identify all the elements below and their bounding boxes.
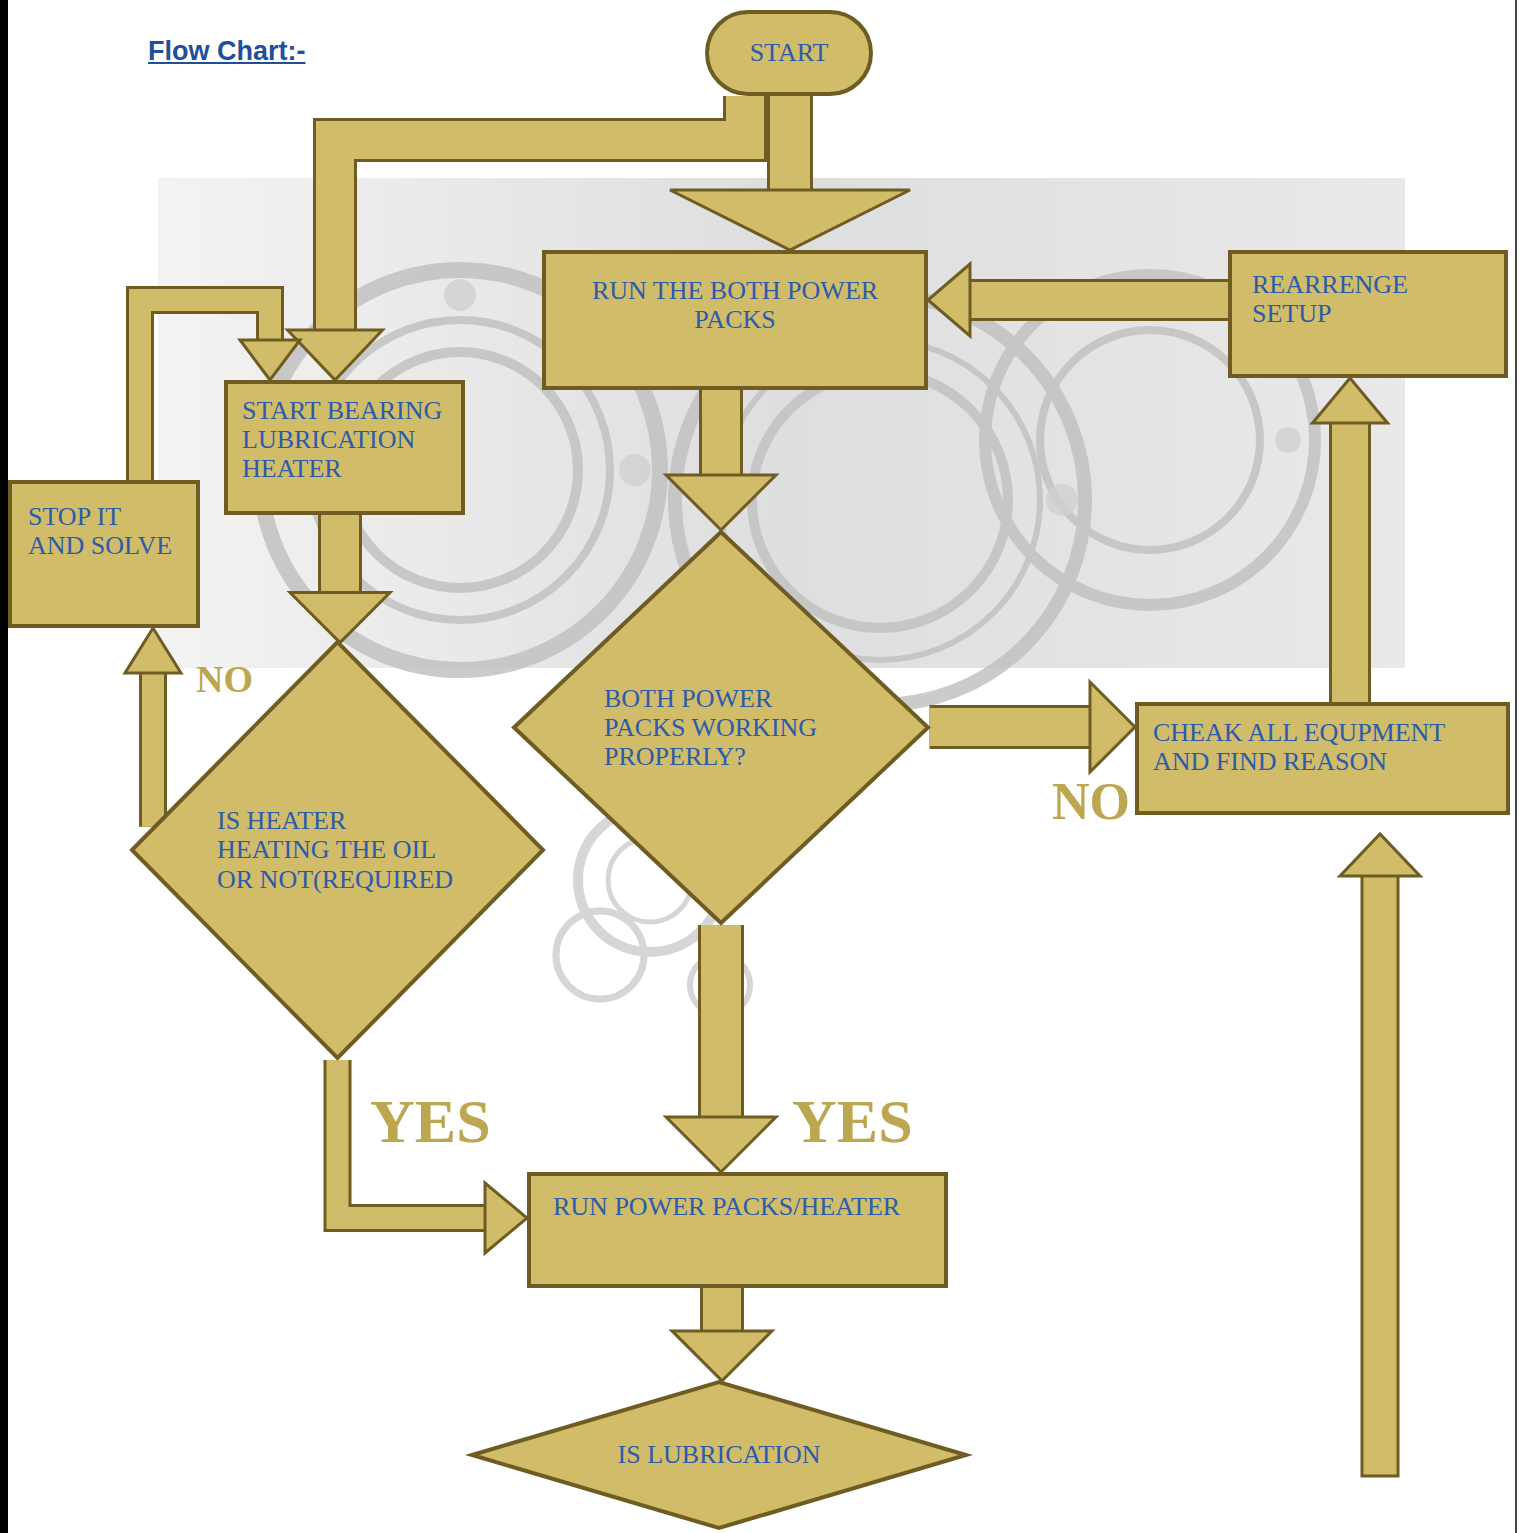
arrow-shaft bbox=[701, 925, 741, 1117]
chart-title: Flow Chart:- bbox=[148, 36, 305, 67]
edge-label: NO bbox=[196, 660, 253, 698]
process-box: RUN THE BOTH POWER PACKS bbox=[542, 250, 928, 390]
block-arrow bbox=[125, 628, 181, 827]
arrow-head bbox=[290, 593, 390, 643]
block-arrow bbox=[672, 1288, 772, 1381]
edge-label: YES bbox=[370, 1090, 491, 1152]
arrow-outline bbox=[970, 279, 1228, 321]
arrow-shaft bbox=[142, 673, 164, 827]
start-terminal: START bbox=[705, 10, 873, 96]
diamond-shape bbox=[132, 642, 543, 1058]
edge-label: NO bbox=[1052, 776, 1130, 828]
decision-diamond: IS LUBRICATION bbox=[470, 1380, 968, 1530]
arrow-outline bbox=[929, 705, 1090, 749]
node-text: RUN POWER PACKS/HEATER bbox=[553, 1192, 922, 1221]
page-border bbox=[1515, 0, 1517, 1533]
process-box: STOP IT AND SOLVE bbox=[8, 480, 200, 628]
process-box: REARRENGE SETUP bbox=[1228, 250, 1508, 378]
arrow-shaft bbox=[970, 282, 1228, 318]
node-text: BOTH POWER PACKS WORKING PROPERLY? bbox=[604, 684, 838, 771]
process-box: CHEAK ALL EQUPMENT AND FIND REASON bbox=[1135, 702, 1510, 815]
node-text: IS HEATER HEATING THE OIL OR NOT(REQUIRE… bbox=[217, 806, 458, 893]
arrow-shaft bbox=[929, 708, 1090, 746]
arrow-shaft bbox=[321, 515, 359, 593]
arrow-shaft bbox=[1332, 423, 1368, 702]
arrow-head bbox=[288, 330, 383, 380]
arrow-shaft bbox=[703, 1288, 741, 1331]
block-arrow bbox=[290, 515, 390, 643]
arrow-outline bbox=[139, 673, 167, 827]
block-arrow bbox=[929, 682, 1135, 772]
arrow-shaft bbox=[702, 390, 740, 475]
arrow-outline bbox=[1329, 423, 1371, 702]
arrow-shaft bbox=[770, 96, 810, 190]
diamond-shape bbox=[472, 1382, 966, 1528]
arrow-head bbox=[670, 190, 910, 250]
block-arrow bbox=[338, 1060, 528, 1253]
decision-diamond: IS HEATER HEATING THE OIL OR NOT(REQUIRE… bbox=[130, 640, 545, 1060]
decision-diamond: BOTH POWER PACKS WORKING PROPERLY? bbox=[512, 530, 930, 925]
arrow-head bbox=[666, 475, 776, 530]
block-arrow bbox=[1313, 378, 1388, 702]
node-text: RUN THE BOTH POWER PACKS bbox=[562, 276, 908, 334]
diamond-shape bbox=[514, 532, 928, 923]
arrow-outline bbox=[767, 96, 813, 190]
arrow-outline bbox=[700, 1288, 744, 1331]
arrow-head bbox=[672, 1331, 772, 1381]
arrow-outline bbox=[698, 925, 744, 1117]
arrow-head bbox=[125, 628, 181, 673]
continuation-arrow bbox=[1340, 834, 1420, 1476]
process-box: START BEARING LUBRICATION HEATER bbox=[224, 380, 465, 515]
arrow-head bbox=[485, 1183, 527, 1253]
block-arrow bbox=[928, 264, 1228, 336]
arrow-head bbox=[240, 340, 300, 380]
block-arrow bbox=[666, 390, 776, 530]
arrow-head bbox=[1090, 682, 1135, 772]
node-text: START BEARING LUBRICATION HEATER bbox=[242, 396, 447, 483]
arrow-head bbox=[666, 1117, 776, 1172]
node-text: IS LUBRICATION bbox=[595, 1440, 844, 1469]
node-text: START bbox=[719, 38, 859, 67]
arrow-head bbox=[928, 264, 970, 336]
process-box: RUN POWER PACKS/HEATER bbox=[527, 1172, 948, 1288]
block-arrow bbox=[666, 925, 776, 1172]
node-text: STOP IT AND SOLVE bbox=[28, 502, 180, 560]
page-border bbox=[0, 0, 8, 1533]
arrow-outline bbox=[318, 515, 362, 593]
node-text: CHEAK ALL EQUPMENT AND FIND REASON bbox=[1153, 718, 1492, 776]
arrow-head bbox=[1313, 378, 1388, 423]
node-text: REARRENGE SETUP bbox=[1252, 270, 1484, 328]
arrow-outline bbox=[699, 390, 743, 475]
edge-label: YES bbox=[792, 1090, 913, 1152]
